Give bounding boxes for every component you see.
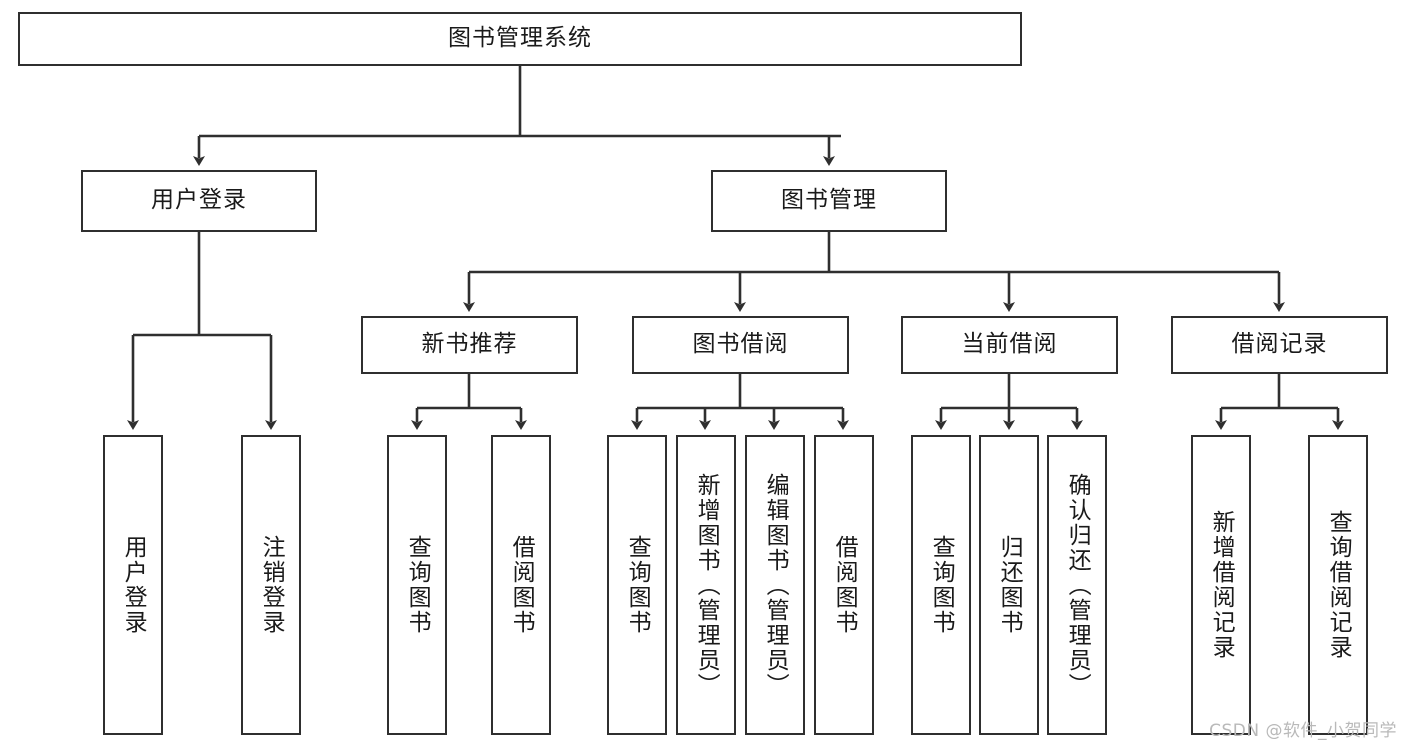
node-label: 查询借阅记录	[1325, 510, 1352, 660]
node-label: 借阅图书	[831, 535, 858, 635]
leaf-query-borrow-record[interactable]: 查询借阅记录	[1308, 435, 1368, 735]
leaf-query-book-borrow[interactable]: 查询图书	[607, 435, 667, 735]
node-label: 确认归还（管理员）	[1064, 472, 1091, 698]
leaf-query-book-new[interactable]: 查询图书	[387, 435, 447, 735]
leaf-borrow-book[interactable]: 借阅图书	[814, 435, 874, 735]
node-label: 归还图书	[996, 535, 1023, 635]
node-label: 查询图书	[624, 535, 651, 635]
node-label: 新增图书（管理员）	[693, 472, 720, 698]
leaf-user-login[interactable]: 用户登录	[103, 435, 163, 735]
node-label: 新书推荐	[421, 331, 518, 358]
node-label: 新增借阅记录	[1208, 510, 1235, 660]
leaf-add-book-admin[interactable]: 新增图书（管理员）	[676, 435, 736, 735]
node-label: 查询图书	[404, 535, 431, 635]
node-label: 图书管理	[781, 187, 877, 214]
leaf-logout[interactable]: 注销登录	[241, 435, 301, 735]
node-label: 注销登录	[258, 535, 285, 635]
node-label: 用户登录	[120, 535, 147, 635]
node-label: 图书借阅	[692, 331, 789, 358]
node-current-borrow[interactable]: 当前借阅	[901, 316, 1118, 374]
node-book-management[interactable]: 图书管理	[711, 170, 947, 232]
node-label: 查询图书	[928, 535, 955, 635]
leaf-query-book-current[interactable]: 查询图书	[911, 435, 971, 735]
leaf-borrow-book-new[interactable]: 借阅图书	[491, 435, 551, 735]
node-book-borrow[interactable]: 图书借阅	[632, 316, 849, 374]
leaf-edit-book-admin[interactable]: 编辑图书（管理员）	[745, 435, 805, 735]
node-label: 借阅记录	[1231, 331, 1328, 358]
leaf-confirm-return-admin[interactable]: 确认归还（管理员）	[1047, 435, 1107, 735]
node-label: 编辑图书（管理员）	[762, 472, 789, 698]
node-label: 用户登录	[151, 187, 247, 214]
leaf-return-book[interactable]: 归还图书	[979, 435, 1039, 735]
node-root-system[interactable]: 图书管理系统	[18, 12, 1022, 66]
node-new-book-recommend[interactable]: 新书推荐	[361, 316, 578, 374]
node-label: 图书管理系统	[448, 25, 592, 52]
node-label: 借阅图书	[508, 535, 535, 635]
node-borrow-record[interactable]: 借阅记录	[1171, 316, 1388, 374]
node-user-login[interactable]: 用户登录	[81, 170, 317, 232]
leaf-add-borrow-record[interactable]: 新增借阅记录	[1191, 435, 1251, 735]
node-label: 当前借阅	[961, 331, 1058, 358]
